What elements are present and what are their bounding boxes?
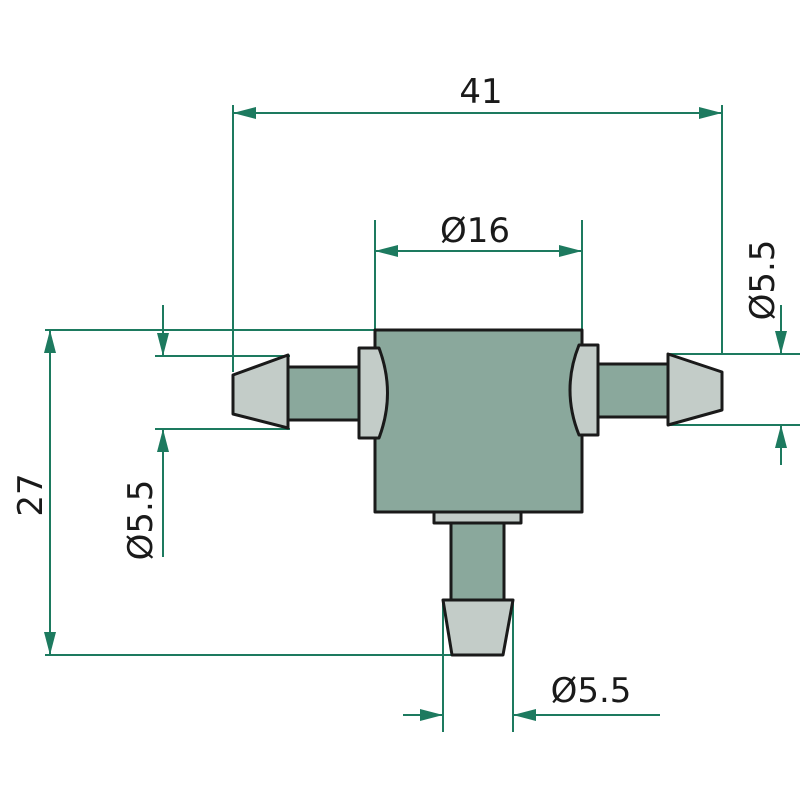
dim-left-port xyxy=(155,305,290,557)
dim-right-port xyxy=(668,305,800,465)
label-bottom-port: Ø5.5 xyxy=(551,671,632,711)
right-barb xyxy=(666,352,724,427)
left-barb xyxy=(231,353,290,430)
bottom-barb xyxy=(441,598,515,657)
right-cap xyxy=(568,343,600,437)
dim-body-diameter xyxy=(374,220,583,330)
label-right-port: Ø5.5 xyxy=(743,240,783,321)
body xyxy=(373,328,584,514)
bottom-collar xyxy=(432,510,523,525)
dimension-labels: 41 Ø16 Ø5.5 Ø5.5 27 Ø5.5 xyxy=(11,72,783,711)
label-overall-height: 27 xyxy=(11,473,51,516)
connector-part xyxy=(231,328,724,657)
dimension-lines xyxy=(44,105,800,732)
label-body-diameter: Ø16 xyxy=(440,211,510,251)
label-left-port: Ø5.5 xyxy=(121,480,161,561)
label-overall-width: 41 xyxy=(459,72,502,112)
dim-overall-width xyxy=(232,105,723,372)
left-tube xyxy=(284,365,364,422)
left-cap xyxy=(357,346,389,440)
right-tube xyxy=(592,362,672,419)
bottom-tube xyxy=(449,518,506,604)
dim-overall-height xyxy=(44,329,452,656)
dim-bottom-port xyxy=(403,600,660,732)
